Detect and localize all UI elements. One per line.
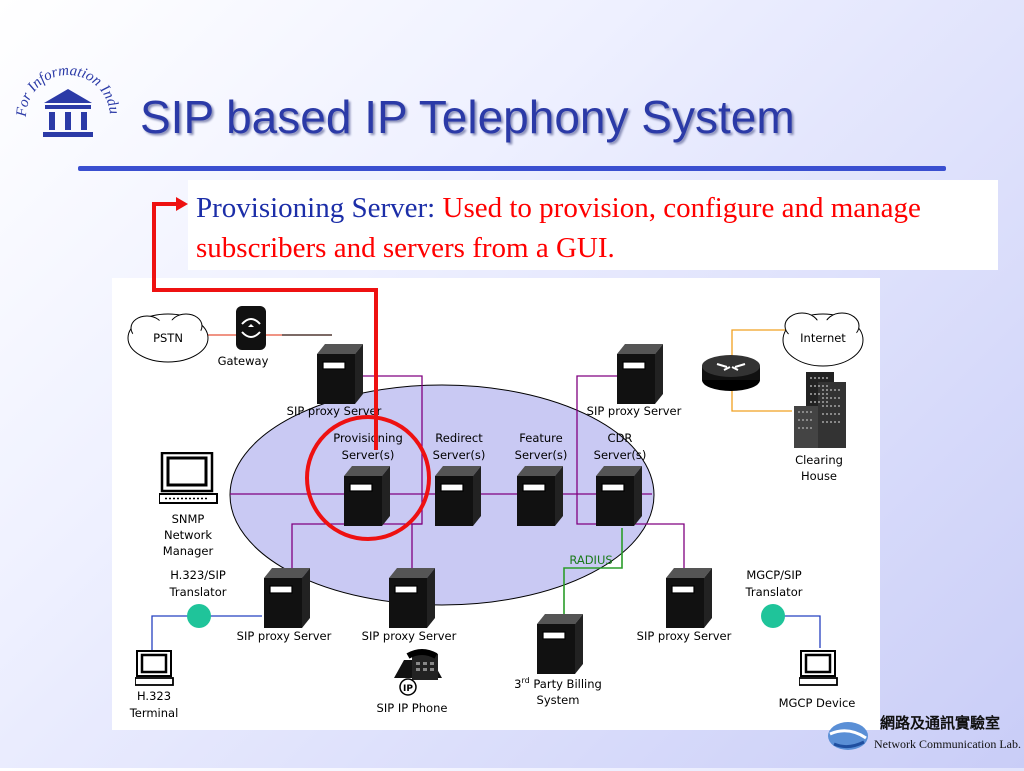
clearing-house-label-1: Clearing	[795, 453, 843, 467]
feature-label-2: Server(s)	[515, 448, 568, 462]
callout-paragraph: Provisioning Server: Used to provision, …	[196, 188, 998, 268]
lab-name-en: Network Communication Lab.	[874, 737, 1021, 751]
pstn-label: PSTN	[153, 331, 183, 345]
cdr-server-icon	[596, 466, 642, 526]
lab-name-zh: 網路及通訊實驗室	[880, 714, 1000, 732]
snmp-label-1: SNMP	[172, 512, 205, 526]
h323-terminal-icon	[135, 650, 175, 686]
sip-proxy-top-left-icon	[317, 344, 363, 404]
provisioning-label-1: Provisioning	[333, 431, 403, 445]
h323-terminal-label-2: Terminal	[129, 706, 179, 720]
radius-label: RADIUS	[569, 553, 612, 567]
h323-translator-label-2: Translator	[169, 585, 227, 599]
slide-title: SIP based IP Telephony System	[140, 91, 795, 143]
institute-logo: For Information Industry · Institute	[12, 55, 122, 137]
sip-proxy-bottom-1-icon	[264, 568, 310, 628]
provisioning-label-2: Server(s)	[342, 448, 395, 462]
cdr-label-2: Server(s)	[594, 448, 647, 462]
h323-translator-dot	[187, 604, 211, 628]
pstn-cloud-icon: PSTN	[127, 313, 209, 363]
sip-proxy-top-right-icon	[617, 344, 663, 404]
internet-cloud-icon: Internet	[782, 312, 864, 367]
feature-label-1: Feature	[519, 431, 562, 445]
sip-ip-phone-icon	[394, 649, 442, 696]
provisioning-server-icon	[344, 466, 390, 526]
h323-terminal-label-1: H.323	[137, 689, 171, 703]
mgcp-device-label: MGCP Device	[779, 696, 856, 710]
cdr-label-1: CDR	[608, 431, 633, 445]
router-icon	[702, 355, 760, 391]
h323-translator-label-1: H.323/SIP	[170, 568, 226, 582]
sip-proxy-bottom-3-icon	[666, 568, 712, 628]
sip-proxy-bottom-3-label: SIP proxy Server	[637, 629, 732, 643]
mgcp-translator-dot	[761, 604, 785, 628]
redirect-label-2: Server(s)	[433, 448, 486, 462]
billing-label-2: System	[537, 693, 580, 707]
redirect-label-1: Redirect	[435, 431, 483, 445]
clearing-house-icon	[794, 372, 846, 448]
sip-ip-phone-label: SIP IP Phone	[377, 701, 448, 715]
mgcp-device-icon	[799, 650, 839, 686]
sip-proxy-top-right-label: SIP proxy Server	[587, 404, 682, 418]
feature-server-icon	[517, 466, 563, 526]
gateway-label: Gateway	[218, 354, 269, 368]
clearing-house-label-2: House	[801, 469, 837, 483]
network-diagram: PSTN Internet Gateway Clearing House SIP…	[112, 278, 880, 730]
mgcp-translator-label-1: MGCP/SIP	[746, 568, 801, 582]
billing-label-1: 3rd Party Billing	[514, 676, 602, 691]
gateway-icon	[236, 306, 266, 350]
snmp-manager-icon	[159, 452, 219, 504]
snmp-label-3: Manager	[163, 544, 214, 558]
sip-proxy-bottom-2-label: SIP proxy Server	[362, 629, 457, 643]
sip-proxy-bottom-1-label: SIP proxy Server	[237, 629, 332, 643]
logo-building-icon	[43, 89, 93, 137]
lab-globe-icon: 網路及通訊實驗室 Network Communication Lab.	[828, 714, 1021, 751]
sip-proxy-bottom-2-icon	[389, 568, 435, 628]
redirect-server-icon	[435, 466, 481, 526]
radius-link	[563, 528, 623, 616]
callout-box: Provisioning Server: Used to provision, …	[188, 180, 998, 270]
ip-badge-label: IP	[403, 684, 413, 694]
billing-system-icon	[537, 614, 583, 674]
snmp-label-2: Network	[164, 528, 212, 542]
callout-label: Provisioning Server:	[196, 192, 436, 224]
translator-links	[151, 615, 821, 656]
internet-label: Internet	[800, 331, 846, 345]
mgcp-translator-label-2: Translator	[745, 585, 803, 599]
lab-footer-logo: 網路及通訊實驗室 Network Communication Lab.	[826, 704, 1024, 766]
title-divider	[78, 166, 946, 171]
